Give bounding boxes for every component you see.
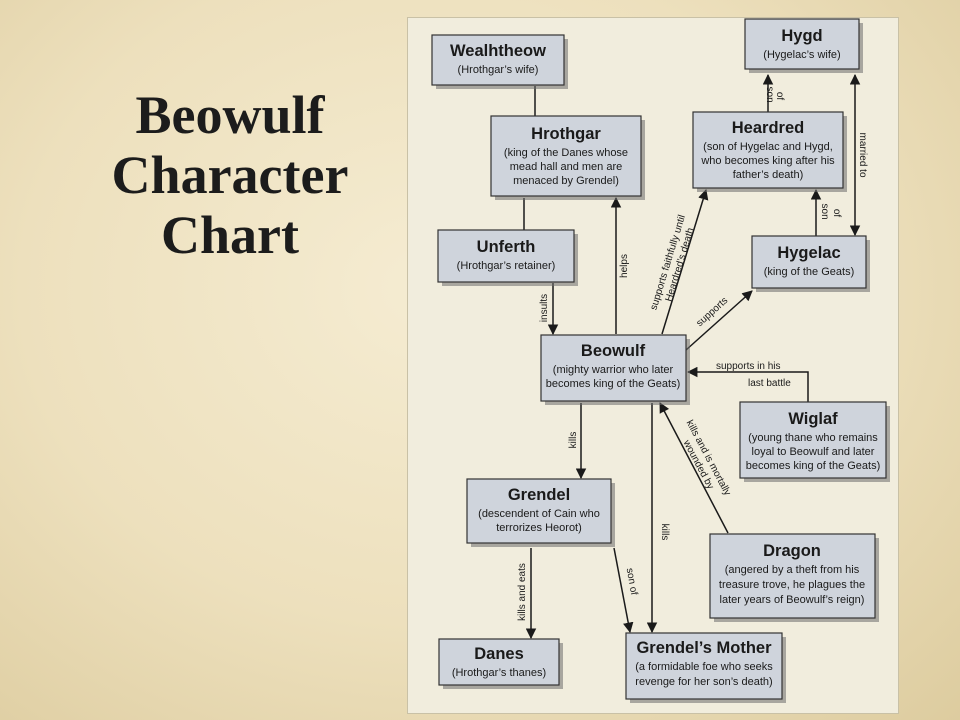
node-wealhtheow: Wealhtheow (Hrothgar’s wife): [431, 34, 568, 89]
edge-label-insults: insults: [539, 294, 550, 322]
title-line-3: Chart: [161, 205, 299, 265]
edge-label-kills-grendel: kills: [568, 432, 579, 449]
svg-text:(Hygelac’s wife): (Hygelac’s wife): [763, 49, 840, 61]
node-danes: Danes (Hrothgar’s thanes): [438, 638, 563, 689]
edge-label-heardred-son-of-hygd: son of: [764, 87, 785, 106]
edge-label-kills-and-eats: kills and eats: [517, 563, 528, 621]
svg-text:(angered by a theft from his: (angered by a theft from his: [725, 564, 860, 576]
edge-wiglaf-beowulf: [686, 366, 809, 402]
svg-text:who becomes king after his: who becomes king after his: [700, 155, 835, 167]
svg-text:Wiglaf: Wiglaf: [788, 410, 838, 428]
edge-label-supports-faithfully: supports faithfully until Heardred’s dea…: [648, 211, 700, 315]
svg-text:later years of Beowulf’s reign: later years of Beowulf’s reign): [720, 594, 865, 606]
svg-text:Beowulf: Beowulf: [581, 342, 646, 360]
svg-text:Unferth: Unferth: [477, 238, 536, 256]
edge-beowulf-heardred: [661, 188, 709, 335]
node-hygd: Hygd (Hygelac’s wife): [744, 18, 863, 73]
svg-text:(mighty warrior who later: (mighty warrior who later: [553, 364, 674, 376]
svg-text:mead hall and men are: mead hall and men are: [510, 161, 623, 173]
node-heardred: Heardred (son of Hygelac and Hygd, who b…: [692, 111, 847, 192]
svg-text:(Hrothgar’s wife): (Hrothgar’s wife): [458, 64, 539, 76]
edge-label-married-to: married to: [857, 132, 868, 177]
svg-text:Grendel’s Mother: Grendel’s Mother: [636, 639, 772, 657]
edge-label-kills-mortally-wounded: kills and is mortally wounded by: [673, 418, 734, 505]
svg-text:(descendent of Cain who: (descendent of Cain who: [478, 508, 600, 520]
edge-label-supports-last-battle: supports in his last battle: [716, 361, 791, 389]
svg-text:treasure trove, he plagues the: treasure trove, he plagues the: [719, 579, 865, 591]
node-beowulf: Beowulf (mighty warrior who later become…: [540, 334, 690, 405]
edge-beowulf-hygelac: [685, 290, 753, 351]
svg-text:menaced by Grendel): menaced by Grendel): [513, 175, 619, 187]
edge-label-helps: helps: [619, 254, 630, 278]
svg-text:Wealhtheow: Wealhtheow: [450, 42, 546, 60]
svg-text:loyal to Beowulf and later: loyal to Beowulf and later: [752, 446, 875, 458]
svg-text:Danes: Danes: [474, 645, 524, 663]
svg-text:revenge for her son’s death): revenge for her son’s death): [635, 676, 772, 688]
node-unferth: Unferth (Hrothgar’s retainer): [437, 229, 578, 286]
svg-text:(son of Hygelac and Hygd,: (son of Hygelac and Hygd,: [703, 141, 833, 153]
edge-grendel-mother: [613, 547, 634, 634]
node-wiglaf: Wiglaf (young thane who remains loyal to…: [739, 401, 890, 482]
svg-text:(a formidable foe who seeks: (a formidable foe who seeks: [635, 661, 773, 673]
edge-dragon-beowulf: [659, 402, 729, 534]
title-line-1: Beowulf: [135, 85, 325, 145]
title-line-2: Character: [111, 145, 349, 205]
svg-text:Hygelac: Hygelac: [777, 244, 840, 262]
node-dragon: Dragon (angered by a theft from his trea…: [709, 533, 879, 622]
svg-text:Hrothgar: Hrothgar: [531, 125, 601, 143]
svg-text:becomes king of the Geats): becomes king of the Geats): [746, 460, 881, 472]
edge-label-kills-mother: kills: [659, 524, 670, 541]
svg-text:becomes king of the Geats): becomes king of the Geats): [546, 378, 681, 390]
svg-text:Dragon: Dragon: [763, 542, 821, 560]
node-hrothgar: Hrothgar (king of the Danes whose mead h…: [490, 115, 645, 200]
svg-text:Heardred: Heardred: [732, 119, 804, 137]
svg-text:(king of the Danes whose: (king of the Danes whose: [504, 147, 628, 159]
svg-text:Grendel: Grendel: [508, 486, 570, 504]
edge-label-heardred-son-of-hygelac: son of: [819, 204, 842, 223]
node-grendels-mother: Grendel’s Mother (a formidable foe who s…: [625, 632, 786, 703]
svg-text:Hygd: Hygd: [781, 27, 822, 45]
edge-label-grendel-son-of: son of: [624, 567, 640, 596]
edge-label-supports: supports: [694, 295, 730, 329]
node-hygelac: Hygelac (king of the Geats): [751, 235, 870, 292]
slide-title: Beowulf Character Chart: [95, 85, 365, 265]
node-grendel: Grendel (descendent of Cain who terroriz…: [466, 478, 615, 547]
svg-text:(young thane who remains: (young thane who remains: [748, 432, 878, 444]
svg-text:(Hrothgar’s retainer): (Hrothgar’s retainer): [457, 260, 556, 272]
svg-text:(king of the Geats): (king of the Geats): [764, 266, 855, 278]
svg-text:(Hrothgar’s thanes): (Hrothgar’s thanes): [452, 667, 546, 679]
svg-text:terrorizes Heorot): terrorizes Heorot): [496, 522, 582, 534]
svg-text:father’s death): father’s death): [733, 169, 804, 181]
